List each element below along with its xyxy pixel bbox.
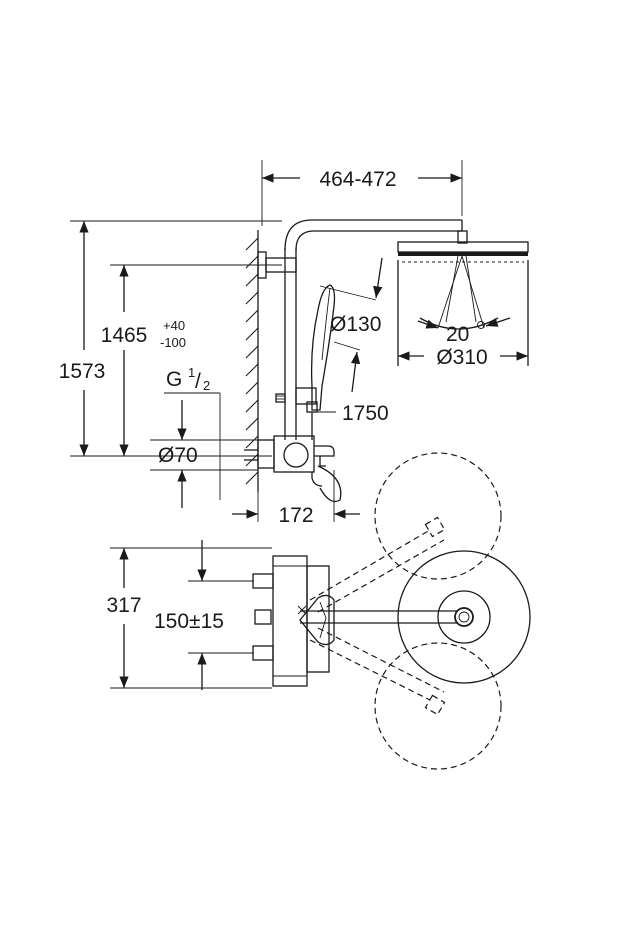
inlet-spacing-label: 150±15 (154, 610, 224, 633)
dim-head-angle: 20 (417, 317, 511, 346)
wall (245, 230, 259, 492)
thread-label: G (166, 368, 182, 391)
height-inlet-label: 1465 (101, 324, 148, 347)
tolerance-minus: -100 (160, 335, 186, 350)
dim-spout-projection: 172 (232, 470, 360, 527)
dim-head-reach: 464-472 (261, 160, 463, 226)
dim-thread: G 1 / 2 (164, 365, 221, 500)
dim-inlet-diameter: Ø70 (150, 400, 258, 508)
shower-column-side (257, 219, 468, 503)
head-diameter-label: Ø310 (436, 346, 487, 369)
hand-shower-side (306, 284, 336, 413)
dim-plan-height: 317 (106, 547, 272, 689)
thread-numerator: 1 (188, 365, 195, 380)
shower-head-plan (300, 550, 531, 684)
dim-hose-length: 1750 (312, 402, 389, 425)
thread-slash: / (195, 370, 201, 393)
spout-projection-label: 172 (278, 504, 313, 527)
head-angle-label: 20 (446, 323, 469, 346)
dim-head-diameter: Ø310 (398, 346, 528, 369)
plan-height-label: 317 (106, 594, 141, 617)
height-total-label: 1573 (59, 360, 106, 383)
dim-height-total: 1573 (59, 220, 282, 456)
dim-height-inlet: 1465 +40 -100 (101, 264, 282, 456)
dashed-head-positions (309, 452, 502, 770)
thread-denominator: 2 (203, 378, 210, 393)
thermostat-plan (252, 555, 335, 687)
tolerance-plus: +40 (163, 318, 185, 333)
dim-hand-shower-diameter: Ø130 (319, 257, 383, 393)
head-reach-label: 464-472 (319, 168, 396, 191)
inlet-diameter-label: Ø70 (158, 444, 198, 467)
hose-length-label: 1750 (342, 402, 389, 425)
hand-shower-diameter-label: Ø130 (330, 313, 381, 336)
dim-inlet-spacing: 150±15 (154, 540, 254, 690)
